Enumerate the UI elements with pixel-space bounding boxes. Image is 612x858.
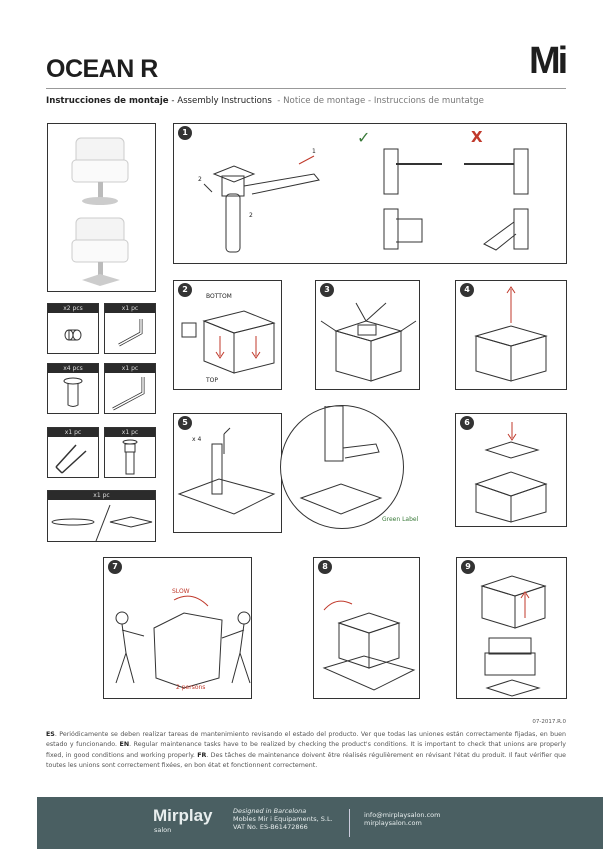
- step-1-drawing: [203, 148, 529, 253]
- step-number: 4: [460, 283, 474, 297]
- subtitle-ca: - Instruccions de muntatge: [367, 96, 484, 106]
- part-foot-ring: x1 pc: [47, 427, 99, 478]
- footer-company-info: Designed in Barcelona Mobles Mir i Equip…: [233, 807, 363, 831]
- lang-tag-es: ES: [46, 731, 55, 738]
- step-number: 5: [178, 416, 192, 430]
- lang-tag-en: EN: [119, 741, 130, 749]
- detail-magnifier: [280, 405, 404, 529]
- chair-illustrations: [71, 137, 129, 286]
- callout-2: 2: [198, 176, 202, 183]
- version-code: 07-2017.R.0: [532, 719, 566, 725]
- bushing-icon: [64, 329, 82, 341]
- part-qty: x1 pc: [105, 364, 155, 373]
- open-box-drawing: [320, 302, 417, 382]
- maintenance-es: . Periódicamente se deben realizar tarea…: [46, 731, 566, 749]
- step-number: 8: [318, 560, 332, 574]
- vat-number: VAT No. ES-B61472866: [233, 823, 308, 831]
- label-top: TOP: [206, 377, 219, 384]
- part-base: x1 pc: [47, 490, 156, 542]
- pump-icon: [122, 439, 138, 475]
- footer-brand: Mirplay: [153, 806, 213, 825]
- lang-tag-fr: FR: [197, 751, 207, 759]
- allen-key-icon: [118, 319, 143, 347]
- step-1-panel: 1 1 2 2 ✓ X: [173, 123, 567, 264]
- step-6-panel: 6: [455, 413, 567, 527]
- foot-ring-icon: [55, 444, 87, 474]
- footer: Mirplay salon Designed in Barcelona Mobl…: [37, 797, 603, 849]
- step-number: 6: [460, 416, 474, 430]
- divider: [46, 88, 566, 89]
- screw-quantity: x 4: [192, 436, 202, 443]
- step-3-panel: 3: [315, 280, 420, 390]
- lift-parts-drawing: [474, 286, 548, 382]
- part-hydraulic-pump: x1 pc: [104, 427, 156, 478]
- step-number: 2: [178, 283, 192, 297]
- subtitle: Instrucciones de montaje - Assembly Inst…: [46, 96, 484, 106]
- slow-label: SLOW: [172, 588, 190, 595]
- incorrect-x-icon: X: [471, 128, 483, 146]
- subtitle-es: Instrucciones de montaje: [46, 96, 169, 106]
- part-qty: x1 pc: [105, 304, 155, 313]
- product-title: OCEAN R: [46, 55, 158, 83]
- part-qty: x1 pc: [48, 428, 98, 437]
- insert-pump-drawing: [474, 422, 548, 523]
- part-qty: x1 pc: [105, 428, 155, 437]
- subtitle-fr: - Notice de montage: [277, 96, 366, 106]
- company-name: Mobles Mir i Equipaments, S.L.: [233, 815, 333, 823]
- part-screws: x4 pcs: [47, 363, 99, 414]
- label-bottom: BOTTOM: [206, 293, 232, 300]
- detail-drawing: [299, 406, 383, 515]
- step-number: 7: [108, 560, 122, 574]
- step-2-panel: 2 BOTTOM TOP: [173, 280, 282, 390]
- part-qty: x4 pcs: [48, 364, 98, 373]
- part-qty: x2 pcs: [48, 304, 98, 313]
- subtitle-en: - Assembly Instructions: [171, 96, 272, 106]
- maintenance-fr: . Des tâches de maintenance doivent être…: [46, 751, 566, 770]
- callout-2: 2: [249, 212, 253, 219]
- designed-in: Designed in Barcelona: [233, 807, 307, 815]
- step-4-panel: 4: [455, 280, 567, 390]
- screw-base-drawing: [177, 427, 276, 515]
- step-number: 1: [178, 126, 192, 140]
- green-label-callout: Green Label: [382, 516, 419, 523]
- two-persons-label: 2 persons: [176, 684, 206, 691]
- remove-box-drawing: [480, 575, 547, 697]
- step-9-panel: 9: [456, 557, 567, 699]
- part-allen-key-large: x1 pc: [104, 363, 156, 414]
- allen-key-icon: [112, 377, 145, 411]
- footer-contact: info@mirplaysalon.com mirplaysalon.com: [364, 811, 440, 827]
- product-image-box: [47, 123, 156, 292]
- step-number: 9: [461, 560, 475, 574]
- callout-1: 1: [312, 148, 316, 155]
- box-upside-down-drawing: [181, 310, 276, 374]
- two-persons-flip-drawing: [115, 595, 251, 689]
- box-upright-drawing: [322, 600, 416, 691]
- step-7-panel: 7 SLOW 2 persons: [103, 557, 252, 699]
- step-8-panel: 8: [313, 557, 420, 699]
- part-allen-key-small: x1 pc: [104, 303, 156, 354]
- screw-icon: [63, 377, 83, 407]
- part-qty: x1 pc: [48, 491, 155, 500]
- maintenance-en: . Regular maintenance tasks have to be r…: [46, 741, 566, 759]
- footer-brand-sub: salon: [154, 826, 172, 834]
- maintenance-text: ES. Periódicamente se deben realizar tar…: [46, 730, 566, 772]
- part-bushing: x2 pcs: [47, 303, 99, 354]
- brand-logo: Mi: [529, 40, 568, 82]
- base-options-icon: [51, 504, 153, 541]
- step-number: 3: [320, 283, 334, 297]
- website-link[interactable]: mirplaysalon.com: [364, 819, 422, 827]
- email-link[interactable]: info@mirplaysalon.com: [364, 811, 441, 819]
- correct-check-icon: ✓: [357, 128, 371, 147]
- footer-divider: [349, 809, 350, 837]
- step-5-panel: 5 x 4: [173, 413, 282, 533]
